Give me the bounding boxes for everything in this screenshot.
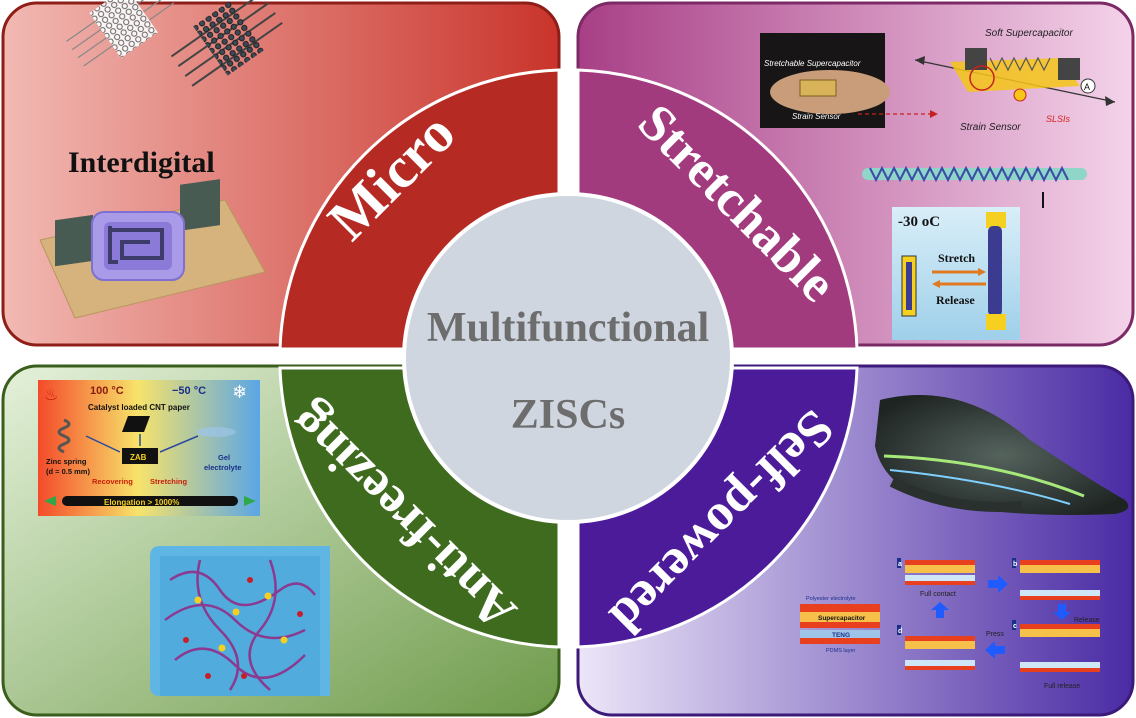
interdigital-device (39, 179, 266, 319)
release-label: Release (936, 293, 975, 307)
center-title-line1: Multifunctional (427, 305, 709, 351)
gel-label: Gel (218, 453, 230, 462)
zab-figure: 100 °C −50 °C ❄ ♨ Catalyst loaded CNT pa… (38, 380, 260, 516)
full-contact-label: Full contact (920, 591, 956, 598)
catalyst-label: Catalyst loaded CNT paper (88, 403, 190, 412)
cycle-cell-c: c Full release (1012, 620, 1100, 690)
elongation-label: Elongation > 1000% (104, 498, 179, 507)
strain-sensor-label: Strain Sensor (960, 122, 1021, 133)
temp-cold: −50 °C (172, 385, 206, 397)
cycle-cell-b: b (1012, 558, 1100, 600)
release-step-label: Release (1074, 617, 1100, 624)
supercapacitor-label: Supercapacitor (818, 615, 866, 622)
soft-supercapacitor-label: Soft Supercapacitor (985, 28, 1073, 39)
step-a: a (898, 561, 902, 568)
polyester-label: Polyester electrolyte (806, 596, 856, 602)
recovering-label: Recovering (92, 477, 133, 486)
zinc-spring-d: (d = 0.5 mm) (46, 467, 90, 476)
stretch-label: Stretch (938, 251, 975, 265)
full-release-label: Full release (1044, 683, 1080, 690)
pdms-label: PDMS layer (826, 648, 856, 654)
graphene-strip-dark (170, 0, 283, 87)
soft-supercapacitor-schematic: A (914, 48, 1116, 106)
temp-label: -30 oC (898, 214, 940, 230)
interdigital-heading: Interdigital (68, 146, 215, 179)
ice-stretch-image: -30 oC Stretch Release (892, 207, 1020, 340)
step-d: d (898, 628, 902, 635)
snowflake-icon: ❄ (232, 382, 247, 402)
arrow-a-to-b (988, 575, 1008, 593)
arrow-d-to-a (931, 602, 949, 618)
arrow-b-to-c (1053, 604, 1071, 620)
photo-label-bottom: Strain Sensor (792, 112, 841, 121)
temp-hot: 100 °C (90, 385, 124, 397)
graphene-strip-light (66, 0, 175, 67)
cycle-cell-d: d (897, 625, 975, 670)
flame-icon: ♨ (44, 387, 58, 404)
micro-panel: Interdigital (1, 0, 561, 347)
zab-label: ZAB (130, 453, 147, 462)
marker-a: A (1084, 82, 1090, 92)
arrow-c-to-d (985, 641, 1005, 659)
hydrogel-cube (150, 546, 330, 696)
center-circle: Multifunctional ZISCs (402, 192, 734, 524)
shoe-illustration (875, 395, 1129, 515)
cycle-cell-a: a Full contact (897, 558, 975, 598)
electrolyte-label: electrolyte (204, 463, 242, 472)
coil-fiber (862, 165, 1087, 208)
photo-label-top: Stretchable Supercapacitor (764, 59, 861, 68)
center-title-line2: ZISCs (511, 392, 625, 438)
step-b: b (1013, 561, 1017, 568)
press-label: Press (986, 631, 1004, 638)
step-c: c (1013, 623, 1017, 630)
slsis-label: SLSIs (1046, 114, 1071, 124)
stretching-label: Stretching (150, 477, 188, 486)
teng-label: TENG (832, 632, 850, 639)
teng-stack: Polyester electrolyte Supercapacitor TEN… (800, 596, 880, 654)
zinc-spring-label: Zinc spring (46, 457, 87, 466)
